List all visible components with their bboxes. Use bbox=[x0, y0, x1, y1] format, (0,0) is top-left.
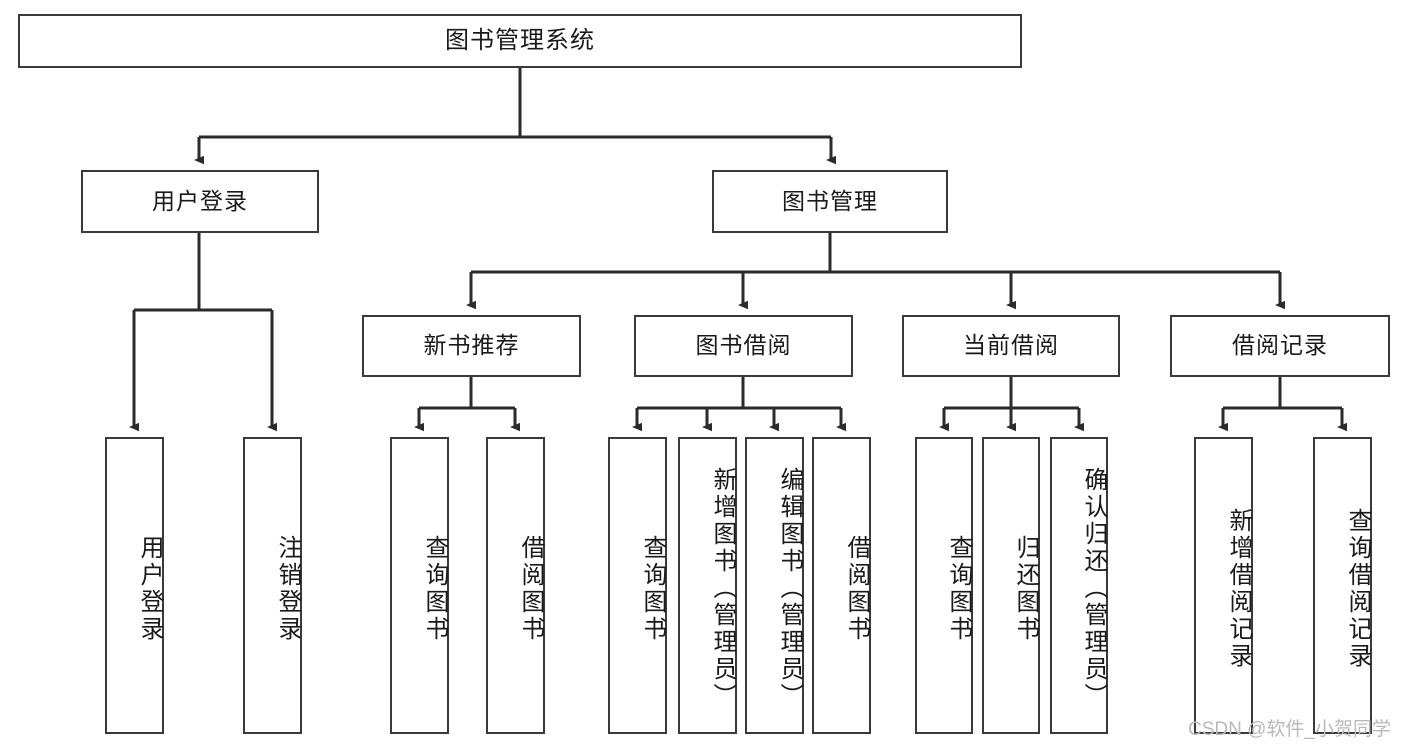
node-current-borrow[interactable]: 当前借阅 bbox=[902, 315, 1120, 377]
node-book-management[interactable]: 图书管理 bbox=[712, 170, 948, 233]
leaf-query-book-borrow[interactable]: 查询图书 bbox=[608, 437, 667, 734]
leaf-query-book-current-label: 查询图书 bbox=[945, 534, 972, 643]
leaf-query-book-newbook-label: 查询图书 bbox=[421, 534, 448, 643]
leaf-add-book-admin-label: 新增图书（管理员） bbox=[709, 467, 736, 710]
leaf-confirm-return-admin-label: 确认归还（管理员） bbox=[1080, 467, 1107, 710]
leaf-user-login[interactable]: 用户登录 bbox=[105, 437, 164, 734]
leaf-user-login-label: 用户登录 bbox=[136, 534, 163, 643]
leaf-add-book-admin[interactable]: 新增图书（管理员） bbox=[678, 437, 737, 734]
leaf-logout[interactable]: 注销登录 bbox=[243, 437, 302, 734]
leaf-add-borrow-record[interactable]: 新增借阅记录 bbox=[1194, 437, 1253, 734]
node-book-borrow[interactable]: 图书借阅 bbox=[634, 315, 853, 377]
node-user-login[interactable]: 用户登录 bbox=[81, 170, 319, 233]
leaf-query-book-borrow-label: 查询图书 bbox=[639, 534, 666, 643]
node-user-login-label: 用户登录 bbox=[152, 187, 248, 214]
leaf-query-borrow-record-label: 查询借阅记录 bbox=[1344, 507, 1371, 670]
leaf-borrow-book-label: 借阅图书 bbox=[843, 534, 870, 643]
leaf-query-book-newbook[interactable]: 查询图书 bbox=[390, 437, 449, 734]
node-current-borrow-label: 当前借阅 bbox=[963, 332, 1059, 359]
leaf-edit-book-admin[interactable]: 编辑图书（管理员） bbox=[745, 437, 804, 734]
node-borrow-record-label: 借阅记录 bbox=[1232, 332, 1328, 359]
leaf-confirm-return-admin[interactable]: 确认归还（管理员） bbox=[1050, 437, 1108, 734]
csdn-watermark: CSDN @软件_小贺同学 bbox=[1188, 719, 1391, 740]
leaf-logout-label: 注销登录 bbox=[274, 534, 301, 643]
leaf-edit-book-admin-label: 编辑图书（管理员） bbox=[776, 467, 803, 710]
leaf-query-borrow-record[interactable]: 查询借阅记录 bbox=[1313, 437, 1372, 734]
node-book-borrow-label: 图书借阅 bbox=[695, 332, 792, 359]
leaf-query-book-current[interactable]: 查询图书 bbox=[915, 437, 973, 734]
node-root[interactable]: 图书管理系统 bbox=[18, 14, 1022, 68]
leaf-borrow-book-newbook-label: 借阅图书 bbox=[517, 534, 544, 643]
node-book-management-label: 图书管理 bbox=[782, 187, 878, 214]
leaf-borrow-book[interactable]: 借阅图书 bbox=[812, 437, 871, 734]
node-borrow-record[interactable]: 借阅记录 bbox=[1170, 315, 1390, 377]
node-root-label: 图书管理系统 bbox=[445, 26, 595, 54]
leaf-return-book[interactable]: 归还图书 bbox=[982, 437, 1040, 734]
leaf-add-borrow-record-label: 新增借阅记录 bbox=[1225, 507, 1252, 670]
node-new-book-recommend-label: 新书推荐 bbox=[423, 332, 520, 359]
node-new-book-recommend[interactable]: 新书推荐 bbox=[362, 315, 581, 377]
leaf-return-book-label: 归还图书 bbox=[1012, 534, 1039, 643]
leaf-borrow-book-newbook[interactable]: 借阅图书 bbox=[486, 437, 545, 734]
